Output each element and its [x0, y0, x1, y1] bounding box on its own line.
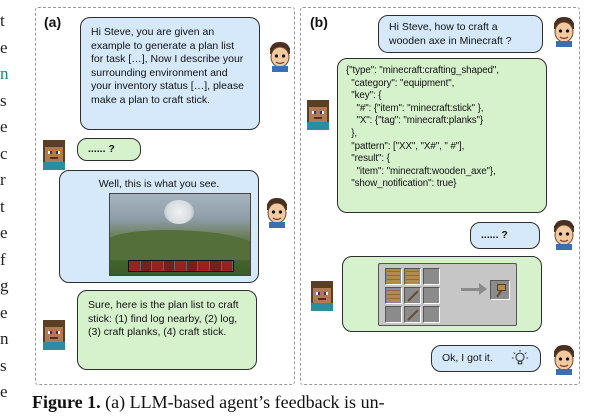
agent-plan-bubble: Sure, here is the plan list to craft sti… — [77, 290, 257, 370]
human-avatar-icon — [554, 220, 574, 250]
margin-fragment: e — [0, 302, 8, 322]
panel-b-label: (b) — [310, 14, 328, 30]
margin-fragment: e — [0, 223, 8, 242]
agent-question-bubble: ...... ? — [77, 138, 141, 161]
human-observation-text: Well, this is what you see. — [98, 178, 220, 190]
human-prompt-bubble: Hi Steve, you are given an example to ge… — [80, 17, 260, 130]
axe-head-icon — [497, 284, 506, 291]
sky-cloud — [164, 200, 194, 224]
crafting-slot — [385, 287, 402, 304]
crafting-slot — [385, 268, 402, 285]
steve-avatar-icon — [43, 320, 65, 350]
crafting-slot — [404, 306, 421, 323]
hotbar — [128, 260, 234, 272]
human-understood-bubble: Ok, I got it. — [431, 345, 541, 372]
steve-avatar-icon — [43, 140, 65, 170]
human-avatar-icon — [554, 17, 574, 47]
crafting-table-ui — [378, 263, 517, 326]
margin-fragment: e — [0, 117, 8, 136]
margin-fragment: e — [0, 37, 8, 57]
margin-fragment: s — [0, 90, 7, 110]
human-confused-text: ...... ? — [481, 229, 508, 241]
margin-fragment: s — [0, 355, 7, 375]
margin-fragment: n — [0, 329, 9, 348]
human-avatar-icon — [267, 198, 287, 228]
margin-fragment: g — [0, 276, 9, 295]
crafting-result-slot — [490, 280, 510, 300]
margin-fragment: r — [0, 170, 6, 189]
agent-plan-text: Sure, here is the plan list to craft sti… — [88, 299, 242, 338]
crafting-arrow-icon — [461, 288, 481, 291]
human-avatar-icon — [270, 42, 290, 72]
human-question-text: Hi Steve, how to craft a wooden axe in M… — [389, 21, 512, 47]
margin-fragment: e — [0, 382, 8, 401]
agent-question-text: ...... ? — [88, 143, 115, 155]
human-confused-bubble: ...... ? — [470, 222, 540, 249]
crafting-slot — [423, 287, 440, 304]
margin-text-column: t e n s e c r t e f g e n s e — [0, 8, 20, 408]
margin-fragment: f — [0, 249, 6, 269]
steve-avatar-icon — [311, 281, 333, 311]
figure-caption-label: Figure 1. — [32, 392, 101, 412]
crafting-slot — [423, 268, 440, 285]
crafting-slot — [385, 306, 402, 323]
margin-fragment: t — [0, 196, 5, 216]
crafting-slot — [404, 268, 421, 285]
figure-caption-text: (a) LLM-based agent’s feedback is un- — [100, 392, 385, 412]
lightbulb-icon — [511, 349, 529, 365]
human-prompt-text: Hi Steve, you are given an example to ge… — [91, 26, 247, 106]
agent-recipe-bubble: {"type": "minecraft:crafting_shaped", "c… — [337, 58, 547, 213]
recipe-json: {"type": "minecraft:crafting_shaped", "c… — [346, 65, 499, 190]
margin-fragment: c — [0, 143, 8, 163]
minecraft-game-view — [109, 193, 251, 276]
margin-fragment: n — [0, 64, 9, 83]
figure-caption: Figure 1. (a) LLM-based agent’s feedback… — [32, 392, 385, 413]
crafting-arrowhead-icon — [479, 283, 487, 295]
human-question-bubble: Hi Steve, how to craft a wooden axe in M… — [378, 15, 543, 53]
crafting-grid — [385, 268, 440, 323]
human-avatar-icon — [554, 345, 574, 375]
human-understood-text: Ok, I got it. — [442, 352, 493, 364]
crafting-slot — [423, 306, 440, 323]
grass-hill — [110, 230, 250, 260]
margin-fragment: t — [0, 11, 5, 30]
steve-avatar-icon — [307, 100, 329, 130]
panel-a-label: (a) — [44, 14, 62, 30]
crafting-slot — [404, 287, 421, 304]
